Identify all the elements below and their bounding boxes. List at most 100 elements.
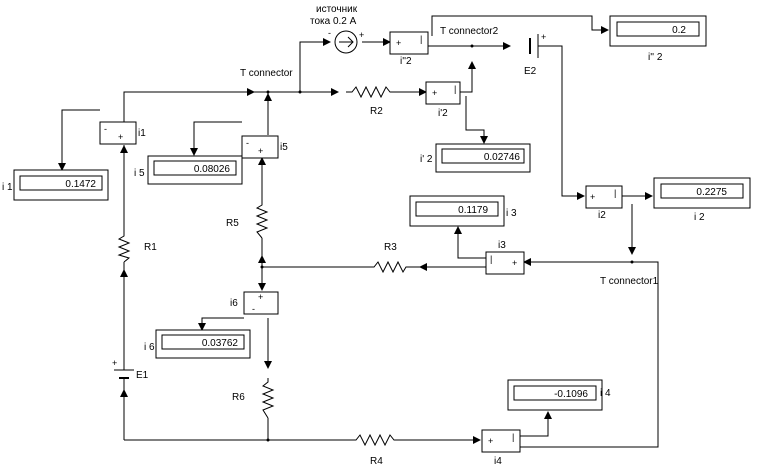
ammeter-plus: +: [258, 292, 263, 302]
current-source-minus: -: [328, 28, 331, 38]
display-i1-value: 0.1472: [65, 179, 96, 190]
ammeter-plus: +: [488, 436, 493, 446]
junction-dot: [298, 90, 302, 94]
batteries: + +: [112, 32, 546, 390]
ammeter-minus: -: [246, 138, 249, 148]
display-ip2-value: 0.02746: [484, 152, 521, 163]
ammeter-bar: |: [420, 34, 422, 44]
junction-dot: [266, 438, 270, 442]
e2-label: E2: [524, 66, 537, 77]
wire-i1-display: [58, 109, 100, 171]
display-ipp2-name: i'' 2: [648, 52, 663, 63]
wire-i4-display: [520, 411, 552, 437]
ammeter-i4-label: i4: [494, 456, 502, 466]
current-source-plus: +: [359, 30, 364, 40]
ammeter-plus: +: [118, 132, 123, 142]
ammeter-ip2-label: i'2: [438, 108, 448, 119]
ammeter-minus: -: [252, 304, 255, 314]
display-ipp2-value: 0.2: [672, 25, 686, 36]
ammeter-bar: |: [490, 254, 492, 264]
wires: [58, 15, 659, 448]
ammeter-i5[interactable]: - +: [241, 135, 279, 159]
wire-i1-to-tconn: [123, 88, 255, 122]
wire-ip2-to-tconn2: [458, 61, 476, 93]
ammeter-i1-label: i1: [138, 128, 146, 139]
ammeter-i2-label: i2: [598, 210, 606, 221]
ammeter-i4[interactable]: + |: [481, 429, 521, 453]
labels: источник тока 0.2 А T connector T connec…: [2, 4, 705, 466]
ammeter-bar: |: [614, 188, 616, 198]
resistors: [117, 85, 410, 447]
r2-label: R2: [370, 106, 383, 117]
r1-label: R1: [144, 242, 157, 253]
ammeter-i3-label: i3: [498, 240, 506, 251]
display-i6-value: 0.03762: [202, 338, 239, 349]
display-ip2-name: i' 2: [420, 154, 433, 165]
ammeter-i3[interactable]: | +: [485, 251, 525, 275]
ammeter-ip2[interactable]: + |: [425, 81, 461, 105]
ammeter-minus: -: [104, 124, 107, 134]
resistor-r3[interactable]: [370, 260, 410, 274]
wire-e2-to-i2: [544, 45, 585, 200]
current-source-label-line1: источник: [316, 4, 358, 15]
ammeter-plus: +: [432, 88, 437, 98]
display-i2-value: 0.2275: [696, 187, 727, 198]
display-i5[interactable]: 0.08026: [147, 155, 243, 185]
resistor-r1[interactable]: [117, 232, 131, 263]
display-i4-name: i 4: [600, 388, 611, 399]
display-ip2[interactable]: 0.02746: [435, 143, 531, 173]
wire-i5-display: [190, 121, 242, 156]
wire-i3-display: [454, 226, 486, 259]
current-source-label-line2: тока 0.2 А: [310, 16, 357, 27]
ammeter-i1[interactable]: - +: [99, 121, 137, 145]
display-i2[interactable]: 0.2275: [653, 177, 751, 209]
current-source-arrow-icon: [339, 36, 354, 48]
battery-e1-plus: +: [112, 358, 117, 368]
resistor-r5[interactable]: [255, 200, 269, 239]
display-i6[interactable]: 0.03762: [155, 329, 251, 359]
t-connector1-label: T connector1: [600, 276, 659, 287]
display-i3[interactable]: 0.1179: [409, 195, 505, 227]
resistor-r6[interactable]: [261, 378, 275, 419]
resistor-r4[interactable]: [340, 433, 400, 447]
display-i4-value: -0.1096: [554, 389, 588, 400]
ammeters: - + - + + - + | + | + |: [99, 31, 623, 453]
battery-e2-plus: +: [541, 32, 546, 42]
ammeter-i6[interactable]: + -: [243, 291, 279, 315]
ammeter-i2[interactable]: + |: [585, 185, 623, 209]
wire-i6-display: [198, 317, 244, 331]
display-i3-name: i 3: [506, 208, 517, 219]
ammeter-i6-label: i6: [230, 298, 238, 309]
ammeter-bar: |: [454, 84, 456, 94]
ammeter-plus: +: [396, 38, 401, 48]
junction-dot: [260, 265, 264, 269]
current-source[interactable]: - +: [328, 28, 364, 54]
t-connector-label: T connector: [240, 68, 293, 79]
display-i5-name: i 5: [134, 168, 145, 179]
displays: 0.1472 0.08026 0.03762 0.02746 0.2: [13, 15, 751, 411]
display-ipp2[interactable]: 0.2: [609, 15, 707, 47]
resistor-r2[interactable]: [346, 85, 396, 99]
ammeter-plus: +: [512, 258, 517, 268]
r5-label: R5: [226, 218, 239, 229]
e1-label: E1: [136, 370, 149, 381]
ammeter-plus: +: [590, 192, 595, 202]
wire-to-source: [299, 38, 331, 92]
ammeter-ipp2[interactable]: + |: [389, 31, 429, 55]
junction-dot: [630, 260, 634, 264]
r6-label: R6: [232, 392, 245, 403]
display-i6-name: i 6: [144, 342, 155, 353]
display-i5-value: 0.08026: [194, 164, 231, 175]
r4-label: R4: [370, 456, 383, 466]
ammeter-i5-label: i5: [280, 142, 288, 153]
junctions: [260, 44, 634, 442]
junction-dot: [266, 90, 270, 94]
ammeter-plus: +: [258, 146, 263, 156]
wire-ipp2-display: [431, 15, 609, 36]
display-i1[interactable]: 0.1472: [13, 169, 109, 201]
junction-dot: [470, 44, 474, 48]
display-i1-name: i 1: [2, 182, 13, 193]
display-i4[interactable]: -0.1096: [507, 379, 603, 411]
display-i3-value: 0.1179: [458, 205, 488, 216]
